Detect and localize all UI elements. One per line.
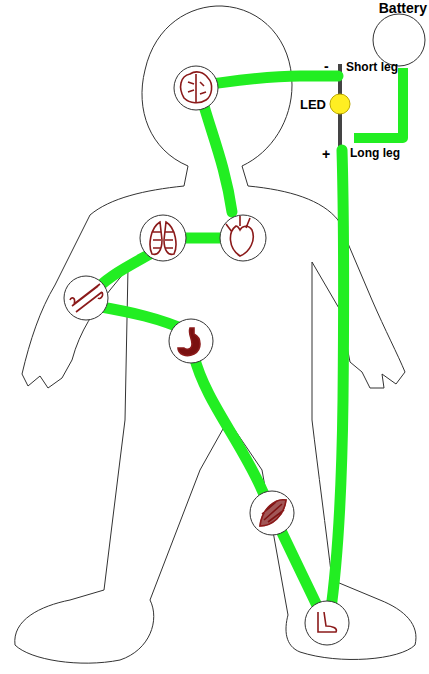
leg-label: Long leg [350, 146, 400, 160]
polarity-sign: - [324, 58, 329, 74]
battery-label: Battery [379, 0, 427, 16]
polarity-sign: + [322, 146, 330, 162]
body-outline [15, 6, 416, 663]
organ-circles [64, 66, 349, 645]
wires [90, 76, 344, 616]
leg-label: Short leg [346, 60, 398, 74]
led-label: LED [300, 97, 326, 112]
led-node: LED [306, 64, 354, 150]
battery-node: Battery [370, 0, 427, 68]
wire-connector [354, 68, 403, 138]
organ-icons [70, 72, 336, 632]
